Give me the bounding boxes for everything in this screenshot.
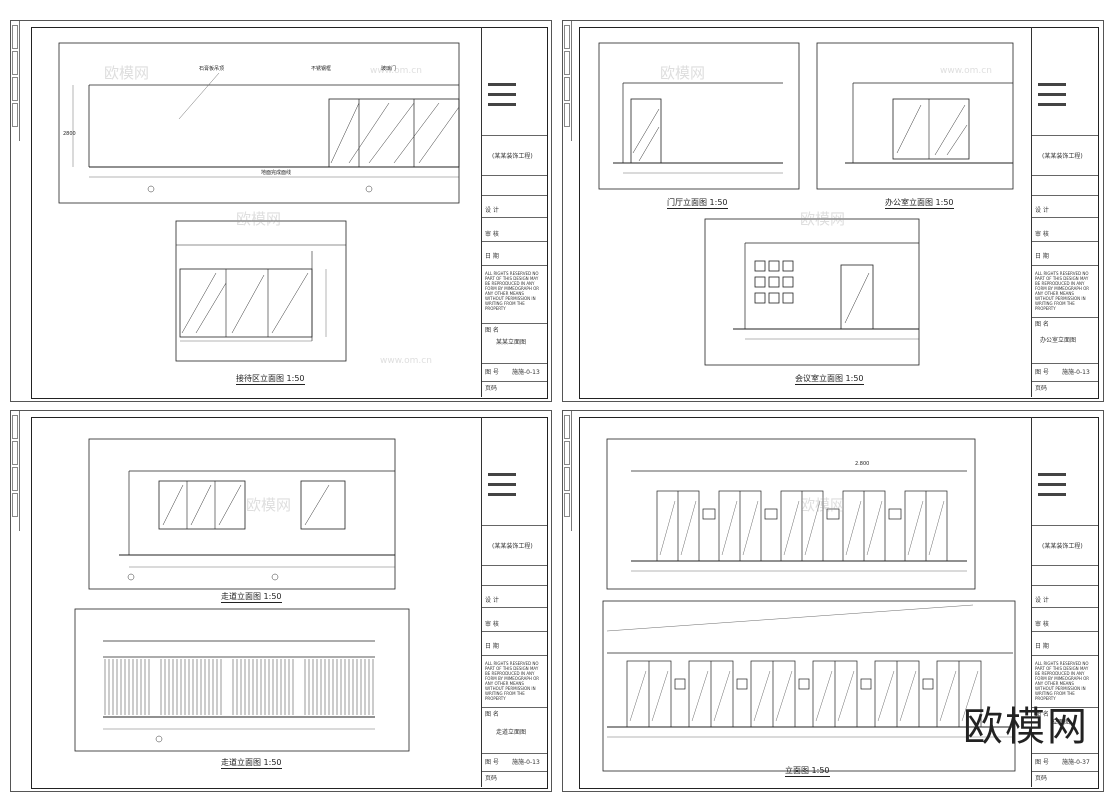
drawing-no: 施施-0-13 (1062, 369, 1090, 376)
designer-label: 设 计 (485, 597, 499, 604)
checker-label: 审 核 (1035, 231, 1049, 238)
title-block: (某某装饰工程) 设 计 审 核 日 期 ALL RIGHTS RESERVED… (481, 417, 547, 787)
binding-strip (11, 21, 20, 141)
designer-label: 设 计 (1035, 207, 1049, 214)
drawing-no-label: 图 号 (1035, 759, 1049, 766)
drawing-no-label: 图 号 (1035, 369, 1049, 376)
copyright-note: ALL RIGHTS RESERVED NO PART OF THIS DESI… (1035, 271, 1090, 311)
sheet-no-label: 页码 (1035, 385, 1048, 392)
company-name: (某某装饰工程) (1042, 543, 1083, 550)
drawing-name: 某某立面图 (496, 339, 527, 346)
drawing-sheet-top-left: 石膏板吊顶 不锈钢框 玻璃门 地面完成面线 2800 接待区立面图 1:50 (… (10, 20, 552, 402)
drawing-name-label: 图 名 (1035, 321, 1049, 328)
title-block: (某某装饰工程) 设 计 审 核 日 期 ALL RIGHTS RESERVED… (1031, 27, 1098, 397)
elevation-corridor-2 (74, 608, 410, 752)
date-label: 日 期 (1035, 253, 1049, 260)
level-mark: 2.800 (855, 461, 870, 467)
checker-label: 审 核 (485, 621, 499, 628)
elevation-office (816, 42, 1014, 190)
drawing-name: 走道立面图 (496, 729, 527, 736)
company-name: (某某装饰工程) (1042, 153, 1083, 160)
drawing-caption: 办公室立面图 1:50 (885, 198, 954, 209)
dimension-height: 2800 (63, 131, 76, 137)
drawing-name: 立面图 (1052, 719, 1071, 726)
drawing-name-label: 图 名 (485, 327, 499, 334)
drawing-sheet-bottom-right: 2.800 立面图 1:50 (某某装饰工程) 设 计 审 核 日 期 ALL … (562, 410, 1104, 792)
date-label: 日 期 (485, 253, 499, 260)
elevation-drawing-1 (58, 42, 460, 204)
binding-strip (563, 411, 572, 531)
drawing-caption: 门厅立面图 1:50 (667, 198, 728, 209)
drawing-no-label: 图 号 (485, 369, 499, 376)
drawing-no-label: 图 号 (485, 759, 499, 766)
elevation-drawing-2 (175, 220, 347, 362)
copyright-note: ALL RIGHTS RESERVED NO PART OF THIS DESI… (1035, 661, 1090, 701)
elevation-doors-row-2 (602, 600, 1016, 772)
drawing-sheet-bottom-left: 走道立面图 1:50 走道立面图 1:50 (某某装饰工程) 设 计 审 核 日… (10, 410, 552, 792)
drawing-name: 办公室立面图 (1040, 337, 1077, 344)
title-block: (某某装饰工程) 设 计 审 核 日 期 ALL RIGHTS RESERVED… (481, 27, 547, 397)
elevation-door (598, 42, 800, 190)
drawing-caption: 走道立面图 1:50 (221, 758, 282, 769)
date-label: 日 期 (1035, 643, 1049, 650)
binding-strip (563, 21, 572, 141)
drawing-sheet-top-right: 门厅立面图 1:50 办公室立面图 1:50 会议室立面图 1:50 (某某装饰… (562, 20, 1104, 402)
sheet-no-label: 页码 (1035, 775, 1048, 782)
sheet-no-label: 页码 (485, 385, 498, 392)
drawing-caption: 走道立面图 1:50 (221, 592, 282, 603)
checker-label: 审 核 (485, 231, 499, 238)
drawing-caption: 接待区立面图 1:50 (236, 374, 305, 385)
date-label: 日 期 (485, 643, 499, 650)
drawing-name-label: 图 名 (1035, 711, 1049, 718)
title-block: (某某装饰工程) 设 计 审 核 日 期 ALL RIGHTS RESERVED… (1031, 417, 1098, 787)
drawing-frame (579, 27, 1099, 399)
copyright-note: ALL RIGHTS RESERVED NO PART OF THIS DESI… (485, 271, 540, 311)
callout-glass-door: 玻璃门 (381, 66, 397, 72)
drawing-name-label: 图 名 (485, 711, 499, 718)
drawing-no: 施施-0-13 (512, 759, 540, 766)
binding-strip (11, 411, 20, 531)
elevation-doors-row-1 (606, 438, 976, 590)
sheet-no-label: 页码 (485, 775, 498, 782)
drawing-caption: 立面图 1:50 (785, 766, 830, 777)
drawing-no: 施施-0-37 (1062, 759, 1090, 766)
elevation-meeting-room (704, 218, 920, 366)
elevation-corridor-1 (88, 438, 396, 590)
checker-label: 审 核 (1035, 621, 1049, 628)
callout-floor-line: 地面完成面线 (261, 170, 292, 176)
designer-label: 设 计 (485, 207, 499, 214)
designer-label: 设 计 (1035, 597, 1049, 604)
drawing-frame (31, 417, 548, 789)
callout-frame: 不锈钢框 (311, 66, 332, 72)
drawing-no: 施施-0-13 (512, 369, 540, 376)
callout-ceiling: 石膏板吊顶 (199, 66, 225, 72)
company-name: (某某装饰工程) (492, 153, 533, 160)
drawing-caption: 会议室立面图 1:50 (795, 374, 864, 385)
copyright-note: ALL RIGHTS RESERVED NO PART OF THIS DESI… (485, 661, 540, 701)
drawing-frame (31, 27, 548, 399)
brand-logo: 欧模网 (963, 704, 1089, 750)
drawing-frame (579, 417, 1099, 789)
company-name: (某某装饰工程) (492, 543, 533, 550)
